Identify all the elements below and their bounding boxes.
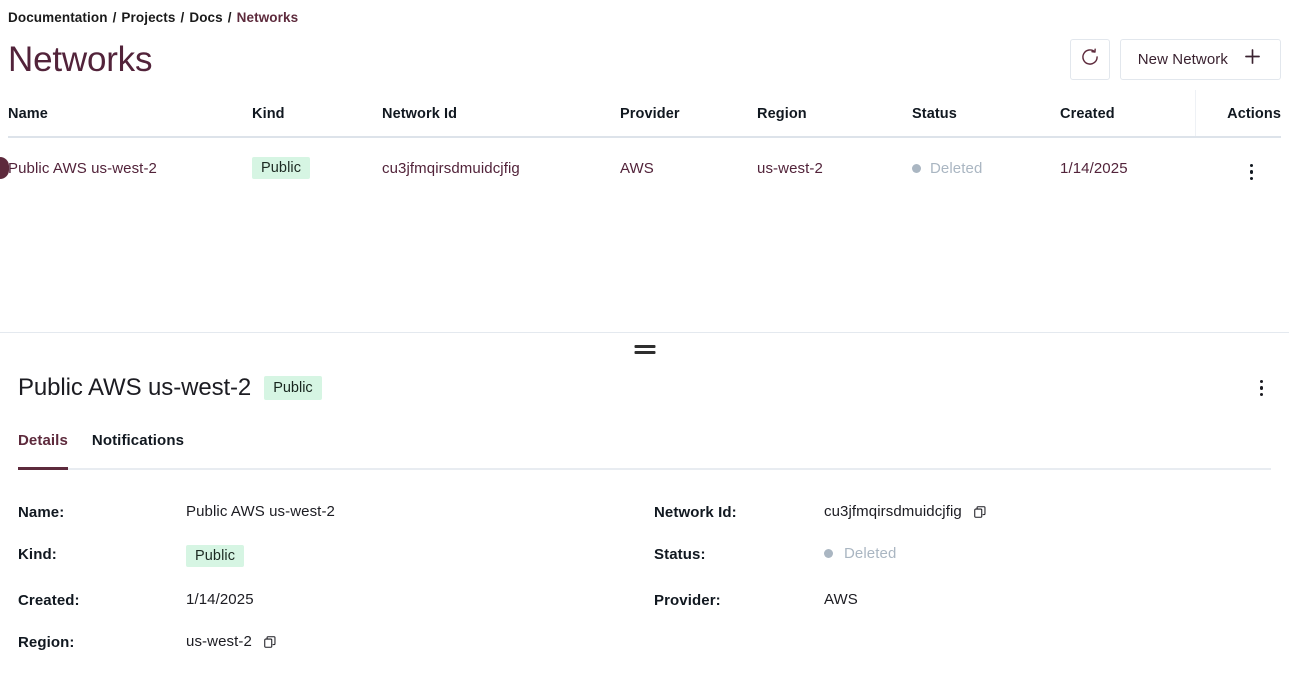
copy-region-icon[interactable] [263,635,277,649]
field-label-created: Created: [18,592,80,609]
breadcrumb-separator: / [227,9,232,25]
table-header: Name Kind Network Id Provider Region Sta… [8,90,1281,138]
detail-status-dot-icon [824,549,833,558]
breadcrumb-separator: / [112,9,117,25]
detail-panel: Public AWS us-west-2 Public Details Noti… [0,368,1289,651]
breadcrumb-separator: / [180,9,185,25]
detail-panel-header: Public AWS us-west-2 Public [18,368,1271,402]
header-actions: New Network [1069,38,1281,80]
row-kebab-menu-icon[interactable] [1244,162,1260,183]
column-header-status[interactable]: Status [912,90,1060,138]
field-value-kind: Public [186,545,245,567]
field-value-provider: AWS [824,591,858,608]
new-network-label: New Network [1137,50,1228,68]
table-header-row: Name Kind Network Id Provider Region Sta… [8,90,1281,138]
field-label-network-id: Network Id: [654,504,737,521]
field-value-created: 1/14/2025 [186,591,254,608]
status-text: Deleted [930,159,983,177]
cell-actions [1195,137,1281,198]
cell-network-id: cu3jfmqirsdmuidcjfig [382,159,520,177]
column-header-kind[interactable]: Kind [252,90,382,138]
column-header-actions: Actions [1194,90,1281,138]
cell-status: Deleted [912,137,1060,198]
breadcrumb-item-docs[interactable]: Docs [189,9,223,25]
field-label-name: Name: [18,504,65,521]
page-title: Networks [8,39,153,79]
detail-title-group: Public AWS us-west-2 Public [18,374,322,402]
field-value-region-group: us-west-2 [186,633,654,650]
cell-region: us-west-2 [757,159,823,177]
breadcrumb: Documentation / Projects / Docs / Networ… [0,0,1289,28]
detail-kebab-menu-icon[interactable] [1252,376,1272,401]
tab-details[interactable]: Details [18,432,68,470]
tab-notifications[interactable]: Notifications [91,432,185,449]
row-selected-indicator [0,156,9,179]
detail-fields: Name: Public AWS us-west-2 Network Id: c… [18,503,1271,651]
field-label-status: Status: [654,546,706,563]
detail-kind-badge: Public [264,376,322,400]
detail-title: Public AWS us-west-2 [18,374,252,401]
page-header: Networks New Network [0,28,1289,90]
column-header-network-id[interactable]: Network Id [382,90,620,138]
kind-badge: Public [252,157,311,179]
field-label-kind: Kind: [18,546,57,563]
column-header-provider[interactable]: Provider [620,90,757,138]
breadcrumb-item-documentation[interactable]: Documentation [8,9,108,25]
field-value-kind-group: Public [186,545,654,567]
column-header-region[interactable]: Region [757,90,912,138]
table-row[interactable]: Public AWS us-west-2 Public cu3jfmqirsdm… [0,137,1281,198]
breadcrumb-item-projects[interactable]: Projects [121,9,176,25]
cell-kind: Public [252,137,382,198]
field-value-status: Deleted [844,545,897,562]
field-value-network-id: cu3jfmqirsdmuidcjfig [824,503,962,520]
table-body: Public AWS us-west-2 Public cu3jfmqirsdm… [0,137,1281,198]
detail-tabs: Details Notifications [18,432,1271,470]
field-value-region: us-west-2 [186,633,252,650]
field-value-name: Public AWS us-west-2 [186,503,335,520]
field-value-network-id-group: cu3jfmqirsdmuidcjfig [824,503,1271,520]
cell-name: Public AWS us-west-2 [0,137,252,198]
refresh-icon [1080,47,1100,72]
refresh-button[interactable] [1069,38,1110,80]
field-label-provider: Provider: [654,592,721,609]
row-name-text: Public AWS us-west-2 [8,159,157,177]
field-value-status-group: Deleted [824,545,1271,562]
networks-table: Name Kind Network Id Provider Region Sta… [0,90,1281,198]
new-network-button[interactable]: New Network [1119,38,1281,80]
plus-icon [1242,46,1263,72]
cell-created: 1/14/2025 [1060,159,1128,177]
field-label-region: Region: [18,634,75,651]
status-badge: Deleted [912,160,1060,177]
drag-handle-icon[interactable] [634,345,655,354]
copy-network-id-icon[interactable] [973,505,987,519]
networks-table-container: Name Kind Network Id Provider Region Sta… [0,90,1289,198]
column-header-created[interactable]: Created [1060,90,1195,138]
cell-provider: AWS [620,159,654,177]
status-dot-icon [912,163,921,173]
panel-splitter[interactable] [0,332,1289,368]
breadcrumb-item-networks[interactable]: Networks [236,9,299,25]
column-header-name[interactable]: Name [8,90,252,138]
